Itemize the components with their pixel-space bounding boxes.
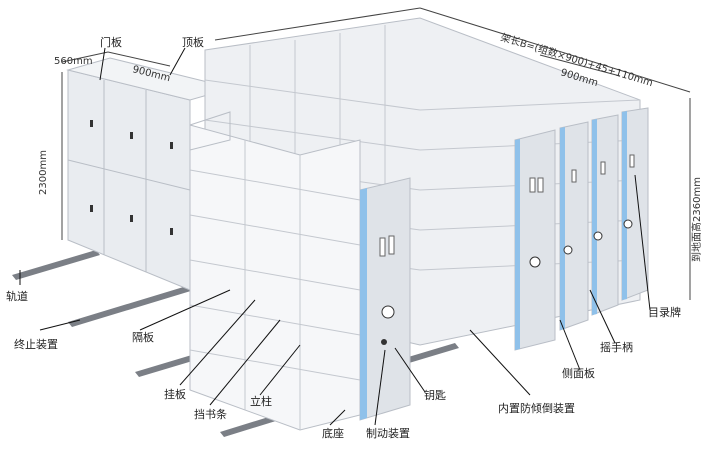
label-side-panel: 侧面板 <box>562 366 595 380</box>
label-top: 顶板 <box>182 35 204 49</box>
label-anti-tip: 内置防倾倒装置 <box>498 401 575 415</box>
label-upright: 立柱 <box>250 394 272 408</box>
rail-2 <box>68 285 194 327</box>
label-key: 钥匙 <box>424 388 446 402</box>
front-shelving <box>189 111 411 431</box>
dim-depth-560: 560mm <box>54 56 93 67</box>
rear-side-panels <box>514 107 649 351</box>
label-book-stop: 挡书条 <box>194 407 227 421</box>
label-crank: 摇手柄 <box>600 340 633 354</box>
label-stop: 终止装置 <box>14 337 58 351</box>
label-brake: 制动装置 <box>366 427 410 440</box>
rail-5 <box>405 343 459 363</box>
label-base: 底座 <box>322 426 344 440</box>
side-panel-1 <box>514 129 556 351</box>
label-partition: 隔板 <box>132 330 154 344</box>
front-side-panel <box>359 177 411 421</box>
dim-height-2300: 2300mm <box>38 150 49 195</box>
label-hanging-plate: 挂板 <box>164 387 186 401</box>
label-rail: 轨道 <box>6 289 28 303</box>
closed-cabinets <box>66 57 234 291</box>
dimension-lines <box>61 7 691 300</box>
leader-lines <box>19 47 651 426</box>
label-catalog: 目录牌 <box>648 305 681 319</box>
label-door: 门板 <box>100 35 122 49</box>
dim-overall-height: 到地面高2360mm <box>690 177 703 262</box>
rail-1 <box>12 250 100 280</box>
